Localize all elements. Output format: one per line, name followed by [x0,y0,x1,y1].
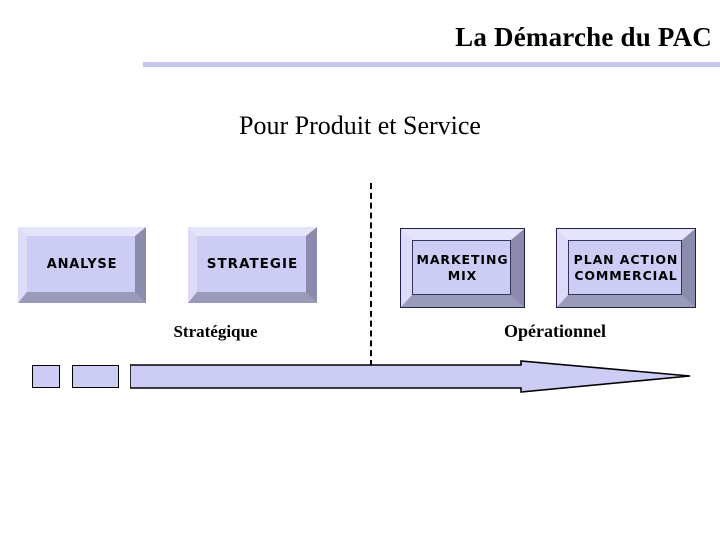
process-box-label: STRATEGIE [206,256,299,273]
page-title: La Démarche du PAC [455,22,712,52]
process-box-label: PLAN ACTION COMMERCIAL [573,252,679,283]
arrow-shape [130,360,691,393]
phase-label-operationnel: Opérationnel [504,321,606,341]
arrow-body-with-head [130,360,691,393]
title-divider-rule [143,62,720,67]
process-box-plan-action-commercial[interactable]: PLAN ACTION COMMERCIAL [556,228,696,308]
process-box-label: ANALYSE [46,256,118,272]
arrow-dash-medium [72,365,119,388]
process-box-strategie[interactable]: STRATEGIE [188,227,317,303]
process-box-analyse[interactable]: ANALYSE [18,227,146,303]
phase-divider-dashed-line [370,183,372,366]
phase-label-strategique: Stratégique [173,322,258,341]
slide-subtitle: Pour Produit et Service [239,111,481,140]
process-box-label: MARKETING MIX [416,252,509,283]
arrow-dash-small [32,365,60,388]
process-box-marketing-mix[interactable]: MARKETING MIX [400,228,525,308]
